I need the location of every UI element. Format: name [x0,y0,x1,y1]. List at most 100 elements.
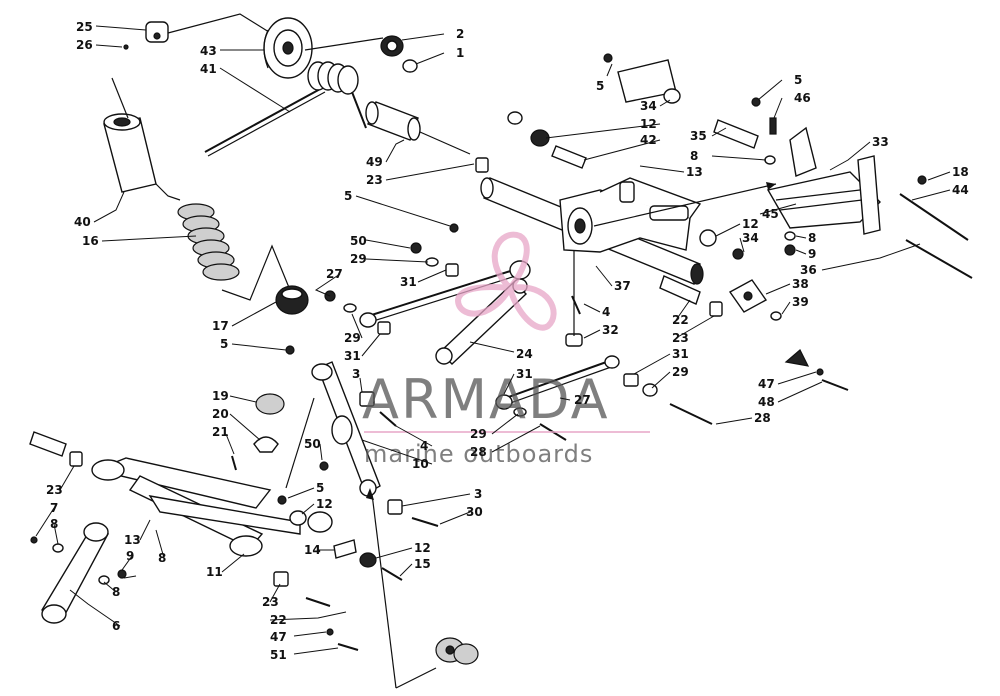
callout-8: 8 [158,551,166,565]
callout-29: 29 [470,427,487,441]
callout-26: 26 [76,38,93,52]
bolt-36 [905,239,973,279]
callout-31: 31 [400,275,417,289]
callout-29: 29 [344,331,361,345]
parts-drawing [29,13,973,689]
callout-38: 38 [792,277,809,291]
callout-6: 6 [112,619,120,633]
callout-50: 50 [304,437,321,451]
watermark-brand: ARMADA [362,368,610,431]
rear-bracket-33 [766,126,881,235]
callout-7: 7 [50,501,58,515]
watermark: ARMADA marine outboards [362,231,650,468]
callout-8: 8 [808,231,816,245]
callout-29: 29 [672,365,689,379]
callout-50: 50 [350,234,367,248]
callout-25: 25 [76,20,93,34]
callout-5: 5 [794,73,802,87]
screw-26 [123,44,129,50]
callout-40: 40 [74,215,91,229]
screw-46 [769,117,777,135]
callout-47: 47 [270,630,287,644]
callout-23: 23 [46,483,63,497]
callout-23: 23 [672,331,689,345]
callout-13: 13 [124,533,141,547]
shock-rod-24 [435,278,528,365]
pulley-43 [263,17,313,79]
spindle-6 [41,522,110,624]
mount-plate-top [603,53,681,104]
callout-33: 33 [872,135,889,149]
sleeve-49 [365,101,471,155]
callout-30: 30 [466,505,483,519]
callout-12: 12 [742,217,759,231]
callout-9: 9 [126,549,134,563]
callout-31: 31 [516,367,533,381]
callout-51: 51 [270,648,287,662]
tie-rod-27-lower [495,355,620,410]
callout-4: 4 [602,305,610,319]
callout-8: 8 [112,585,120,599]
callout-37: 37 [614,279,631,293]
callout-45: 45 [762,207,779,221]
callout-12: 12 [414,541,431,555]
callout-3: 3 [352,367,360,381]
callout-31: 31 [672,347,689,361]
callout-44: 44 [952,183,969,197]
callout-42: 42 [640,133,657,147]
callout-43: 43 [200,44,217,58]
callout-22: 22 [270,613,287,627]
callout-8: 8 [690,149,698,163]
front-lower-arm [91,457,333,557]
callout-28: 28 [470,445,487,459]
callout-24: 24 [516,347,533,361]
callout-29: 29 [350,252,367,266]
callout-5: 5 [220,337,228,351]
callout-47: 47 [758,377,775,391]
callout-11: 11 [206,565,223,579]
callout-22: 22 [672,313,689,327]
bolt-44 [899,193,969,241]
callout-8: 8 [50,517,58,531]
axle-rod-41 [204,87,323,153]
idler-assembly [435,637,479,665]
callout-19: 19 [212,389,229,403]
torsion-spring [307,61,367,129]
coil-spring-16 [177,203,240,281]
callout-4: 4 [420,439,428,453]
main-arm-bracket [559,177,702,253]
leader-lines [35,25,951,655]
pin-42 [551,145,587,169]
callout-3: 3 [474,487,482,501]
callout-12: 12 [640,117,657,131]
callout-27: 27 [574,393,591,407]
callout-39: 39 [792,295,809,309]
washer-1 [402,59,418,73]
callout-2: 2 [456,27,464,41]
bolt-28-right [669,403,713,425]
callout-20: 20 [212,407,229,421]
callout-34: 34 [742,231,759,245]
callout-12: 12 [316,497,333,511]
callout-14: 14 [304,543,321,557]
callout-5: 5 [316,481,324,495]
rubber-stop-17 [275,285,309,315]
callout-9: 9 [808,247,816,261]
washer-top [507,111,523,125]
callout-48: 48 [758,395,775,409]
callout-46: 46 [794,91,811,105]
pad-19 [255,393,285,415]
callout-16: 16 [82,234,99,248]
callout-10: 10 [412,457,429,471]
tie-rod-27-upper [359,260,531,328]
bushing-23-top [475,157,489,173]
part-callouts: 25 26 43 41 2 1 49 23 40 16 5 34 12 42 5… [46,20,969,662]
callout-5: 5 [344,189,352,203]
callout-1: 1 [456,46,464,60]
callout-21: 21 [212,425,229,439]
callout-41: 41 [200,62,217,76]
callout-5: 5 [596,79,604,93]
callout-35: 35 [690,129,707,143]
cap-20 [253,436,279,453]
